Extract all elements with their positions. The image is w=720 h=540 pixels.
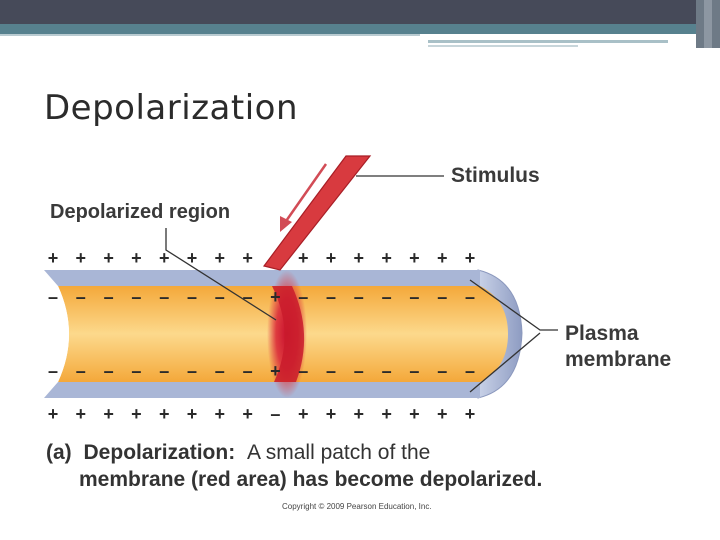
charge-outer-top-11: + xyxy=(354,248,365,268)
charge-outer-bottom-12: + xyxy=(381,404,392,424)
charge-inner-bottom-11: – xyxy=(354,361,364,381)
charge-outer-top-1: + xyxy=(76,248,87,268)
charge-outer-top-0: + xyxy=(48,248,59,268)
charge-outer-bottom-0: + xyxy=(48,404,59,424)
corner-decoration xyxy=(704,0,712,48)
charge-inner-bottom-5: – xyxy=(187,361,197,381)
charge-outer-top-4: + xyxy=(159,248,170,268)
charge-outer-bottom-5: + xyxy=(187,404,198,424)
charge-outer-bottom-3: + xyxy=(131,404,142,424)
slide-title: Depolarization xyxy=(44,88,298,128)
charge-inner-bottom-13: – xyxy=(409,361,419,381)
charge-inner-bottom-2: – xyxy=(104,361,114,381)
charge-outer-bottom-13: + xyxy=(409,404,420,424)
depolarized-band xyxy=(272,286,305,382)
membrane-leader-bottom xyxy=(469,332,541,393)
stimulus-electrode xyxy=(262,155,372,271)
charge-inner-top-9: – xyxy=(298,287,308,307)
depolarized-region-label: Depolarized region xyxy=(50,201,230,223)
membrane-top xyxy=(44,270,480,286)
charge-outer-top-12: + xyxy=(381,248,392,268)
charge-inner-bottom-10: – xyxy=(326,361,336,381)
charge-outer-bottom-15: + xyxy=(465,404,476,424)
decor-line xyxy=(0,34,420,36)
charge-inner-top-4: – xyxy=(159,287,169,307)
charge-outer-bottom-1: + xyxy=(76,404,87,424)
stimulus-arrow xyxy=(282,163,328,225)
caption-part: (a) xyxy=(46,441,72,464)
charge-outer-bottom-11: + xyxy=(354,404,365,424)
axon-open-end xyxy=(44,270,69,398)
title-bar-band xyxy=(0,0,720,24)
charge-inner-bottom-4: – xyxy=(159,361,169,381)
charge-inner-top-15: – xyxy=(465,287,475,307)
charge-outer-top-13: + xyxy=(409,248,420,268)
charge-inner-top-7: – xyxy=(243,287,253,307)
stimulus-arrowhead xyxy=(280,216,292,232)
charge-outer-bottom-6: + xyxy=(215,404,226,424)
charge-outer-bottom-2: + xyxy=(103,404,114,424)
charge-outer-bottom-9: + xyxy=(298,404,309,424)
charge-inner-top-10: – xyxy=(326,287,336,307)
charge-outer-top-6: + xyxy=(215,248,226,268)
charge-inner-top-3: – xyxy=(131,287,141,307)
charge-inner-bottom-1: – xyxy=(76,361,86,381)
charge-outer-bottom-7: + xyxy=(242,404,253,424)
charge-inner-top-2: – xyxy=(104,287,114,307)
charge-outer-bottom-4: + xyxy=(159,404,170,424)
charge-outer-top-7: + xyxy=(242,248,253,268)
charge-outer-top-9: + xyxy=(298,248,309,268)
charge-outer-top-14: + xyxy=(437,248,448,268)
caption-bold: Depolarization: xyxy=(84,441,236,464)
charge-inner-top-12: – xyxy=(382,287,392,307)
axon xyxy=(44,269,523,399)
charge-outer-top-3: + xyxy=(131,248,142,268)
charge-inner-top-14: – xyxy=(437,287,447,307)
charge-inner-top-11: – xyxy=(354,287,364,307)
charge-outer-bottom-14: + xyxy=(437,404,448,424)
charge-inner-top-1: – xyxy=(76,287,86,307)
charge-inner-top-13: – xyxy=(409,287,419,307)
caption-line2: membrane (red area) has become depolariz… xyxy=(79,468,542,491)
charge-inner-bottom-8: + xyxy=(270,361,281,381)
charge-outer-bottom-10: + xyxy=(326,404,337,424)
accent-stripe xyxy=(0,24,720,34)
charge-inner-bottom-12: – xyxy=(382,361,392,381)
plasma-membrane-label-line2: membrane xyxy=(565,348,671,371)
charge-inner-bottom-14: – xyxy=(437,361,447,381)
decor-line xyxy=(428,40,668,43)
caption-line1-rest: A small patch of the xyxy=(247,441,430,464)
charge-inner-top-5: – xyxy=(187,287,197,307)
charge-outer-top-10: + xyxy=(326,248,337,268)
charge-outer-top-5: + xyxy=(187,248,198,268)
membrane-leader-top xyxy=(469,279,558,331)
charge-inner-top-0: – xyxy=(48,287,58,307)
decor-line xyxy=(428,45,578,47)
stimulus-label: Stimulus xyxy=(451,164,540,187)
charge-inner-bottom-15: – xyxy=(465,361,475,381)
caption-line1: (a) Depolarization: A small patch of the xyxy=(46,441,430,464)
charge-inner-top-6: – xyxy=(215,287,225,307)
charge-outer-bottom-8: – xyxy=(270,404,280,424)
membrane-bottom xyxy=(44,382,480,398)
membrane-charges: ++++++++–+++++++––––––––+–––––––––––––––… xyxy=(48,248,476,424)
charge-outer-top-2: + xyxy=(103,248,114,268)
copyright-notice: Copyright © 2009 Pearson Education, Inc. xyxy=(282,502,432,511)
charge-outer-top-15: + xyxy=(465,248,476,268)
charge-inner-bottom-0: – xyxy=(48,361,58,381)
charge-inner-bottom-9: – xyxy=(298,361,308,381)
charge-inner-top-8: + xyxy=(270,287,281,307)
charge-inner-bottom-3: – xyxy=(131,361,141,381)
charge-inner-bottom-7: – xyxy=(243,361,253,381)
depolarized-leader xyxy=(165,228,277,321)
charge-inner-bottom-6: – xyxy=(215,361,225,381)
electrode-tip xyxy=(262,155,372,271)
plasma-membrane-label-line1: Plasma xyxy=(565,322,639,345)
